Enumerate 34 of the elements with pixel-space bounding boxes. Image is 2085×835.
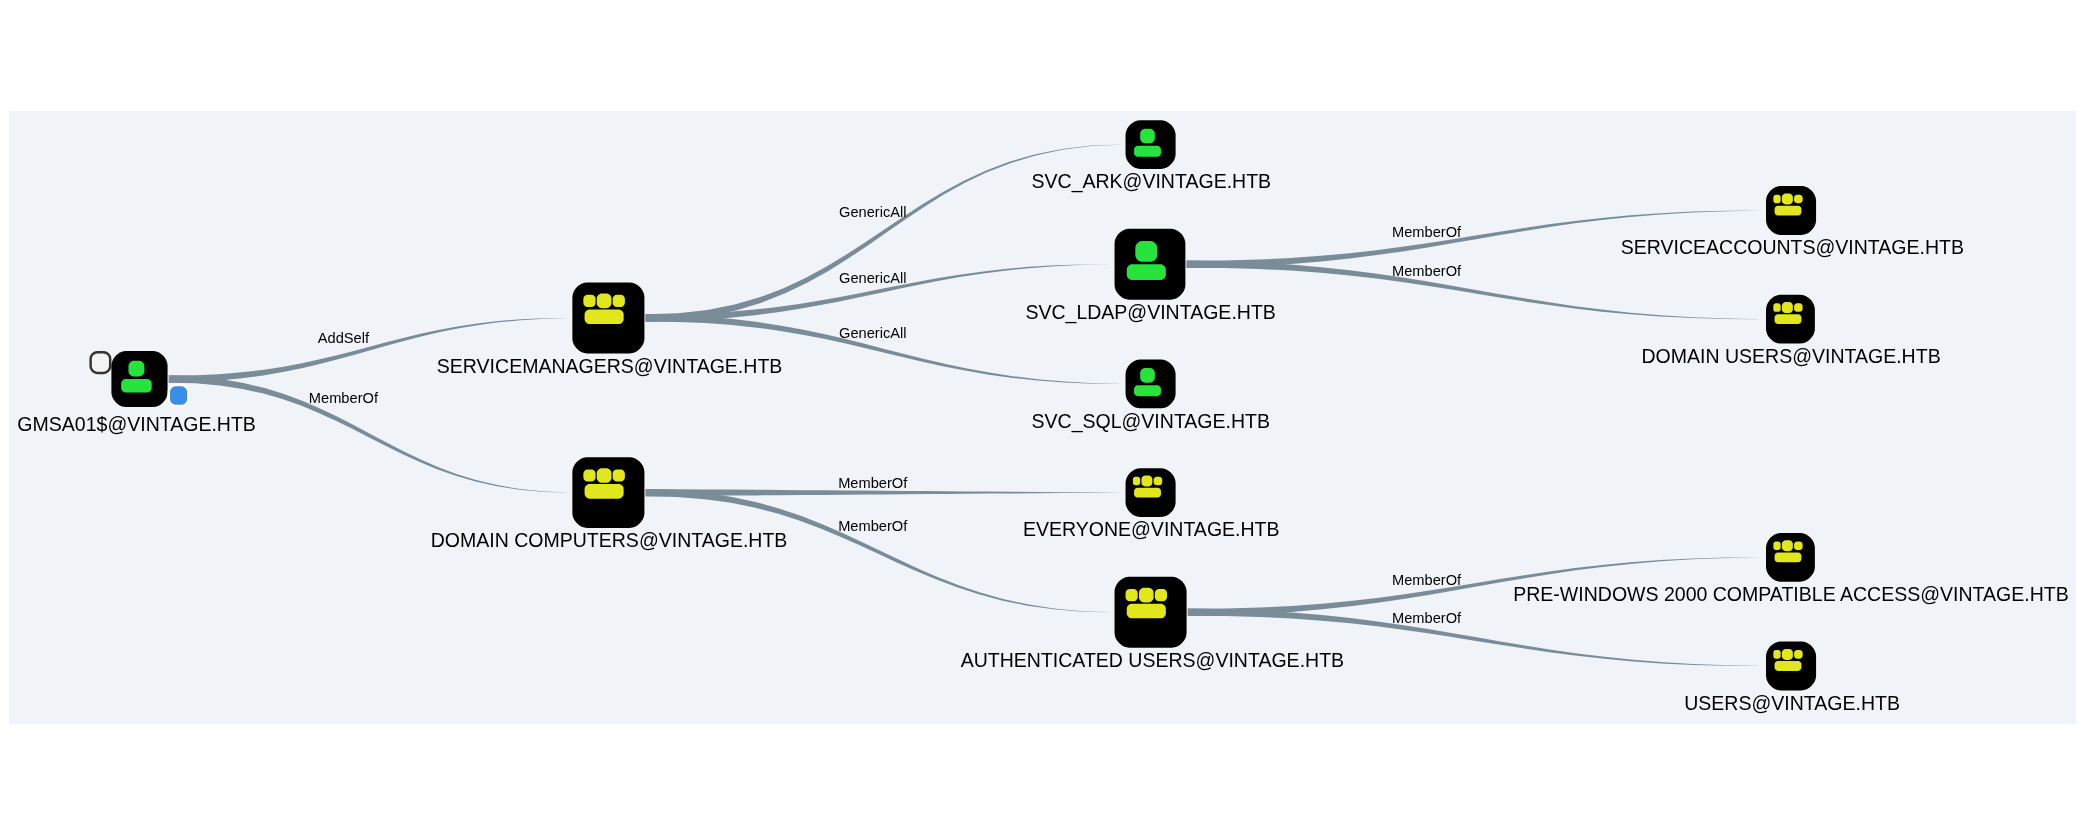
node-box: [1766, 294, 1815, 344]
node-label: DOMAIN COMPUTERS@VINTAGE.HTB: [430, 529, 788, 552]
node-box: [572, 457, 645, 528]
edge-label: MemberOf: [1391, 262, 1462, 279]
edge-label: MemberOf: [1391, 571, 1462, 588]
node-box: [1766, 186, 1817, 235]
edge-label: MemberOf: [838, 475, 908, 492]
node-box: [1125, 359, 1176, 409]
edge-label: MemberOf: [838, 518, 908, 535]
node-label: SERVICEMANAGERS@VINTAGE.HTB: [436, 354, 783, 377]
node-label: SVC_ARK@VINTAGE.HTB: [1031, 170, 1272, 193]
node-label: PRE-WINDOWS 2000 COMPATIBLE ACCESS@VINTAGE.HTB: [1513, 583, 2069, 606]
edge-label: MemberOf: [1391, 609, 1462, 626]
node-box: [572, 282, 645, 354]
node-box: [1114, 576, 1187, 648]
edge-label: AddSelf: [317, 330, 370, 347]
edge-label: GenericAll: [838, 325, 907, 342]
node-label: USERS@VINTAGE.HTB: [1684, 691, 1900, 714]
node-label: GMSA01$@VINTAGE.HTB: [17, 413, 256, 436]
edge-label: GenericAll: [838, 204, 907, 221]
node-box: [1766, 532, 1815, 582]
edge-label: MemberOf: [308, 389, 378, 406]
node-label: DOMAIN USERS@VINTAGE.HTB: [1641, 344, 1941, 367]
node-label: SVC_LDAP@VINTAGE.HTB: [1025, 300, 1276, 323]
node-box: [1125, 120, 1176, 169]
edge-label: GenericAll: [838, 270, 907, 287]
node-label: EVERYONE@VINTAGE.HTB: [1022, 518, 1280, 541]
node-box: [1766, 641, 1817, 691]
node-label: SERVICEACCOUNTS@VINTAGE.HTB: [1620, 236, 1965, 259]
node-label: SVC_SQL@VINTAGE.HTB: [1031, 409, 1271, 432]
edge-label: MemberOf: [1391, 223, 1462, 240]
node-box: [1114, 228, 1186, 300]
node-label: AUTHENTICATED USERS@VINTAGE.HTB: [960, 648, 1345, 671]
node-box: [1125, 468, 1176, 517]
